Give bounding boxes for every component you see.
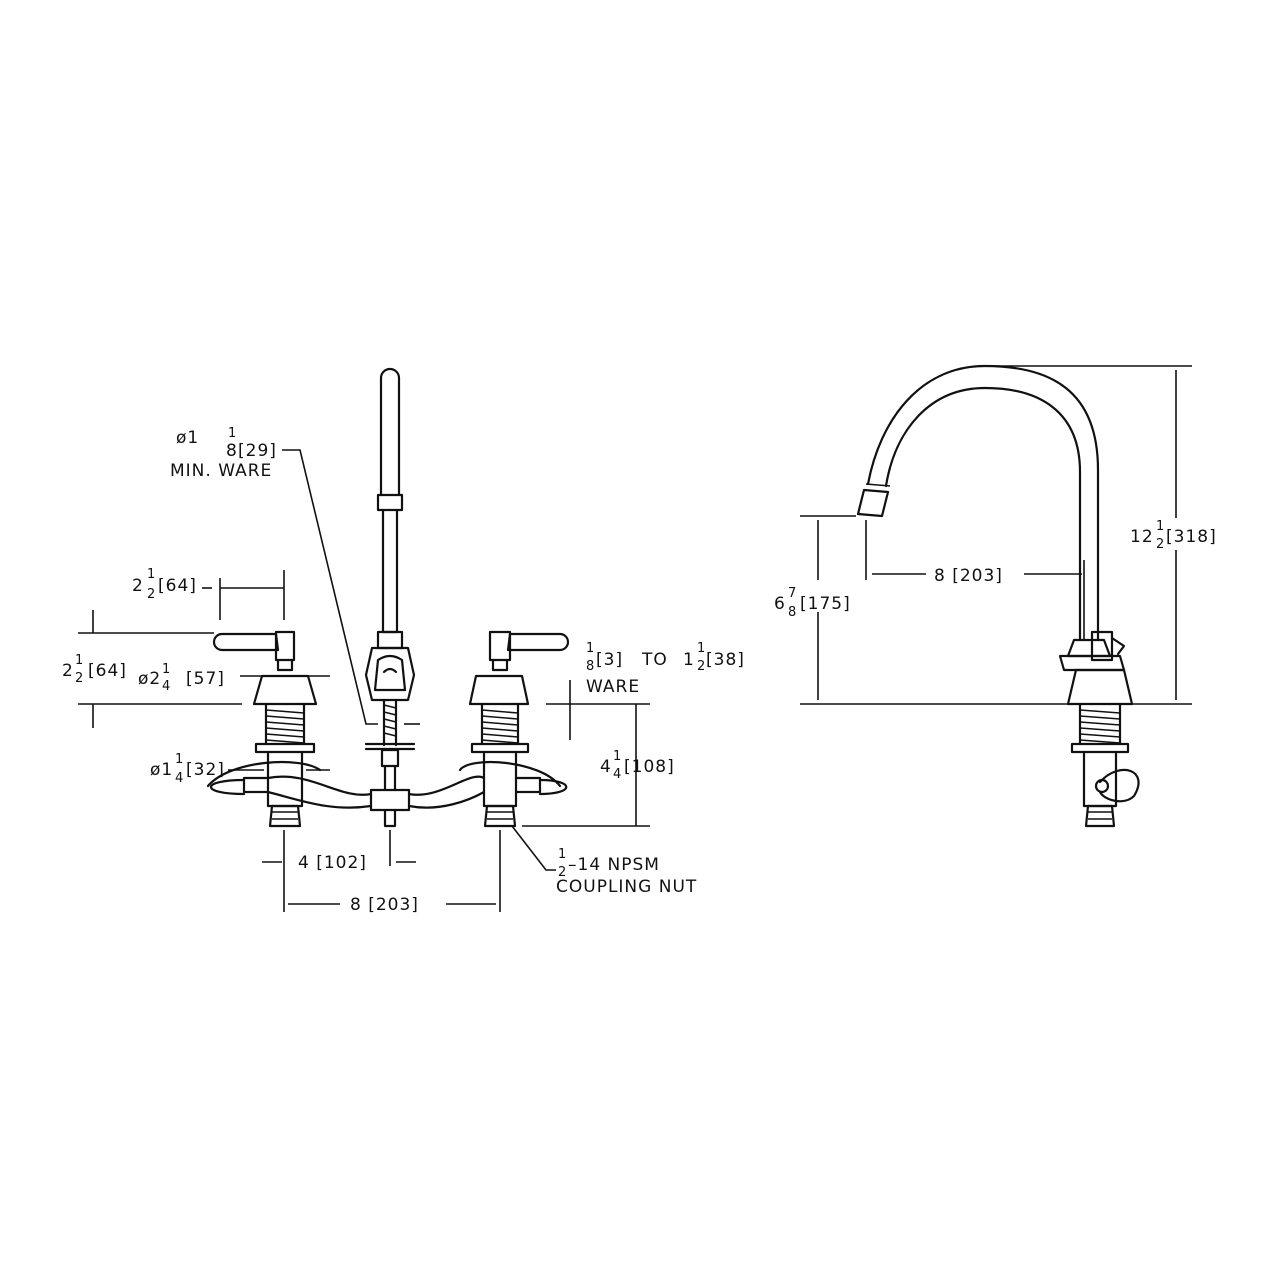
shank-dia-metric: [32] [186,760,225,780]
handle-width-den: 2 [147,587,155,602]
hole-dia-line2: MIN. WARE [170,461,272,481]
spout-side [856,364,1140,828]
right-valve [468,630,570,828]
ware-metric2: [38] [706,650,745,670]
handle-width-whole: 2 [132,576,144,596]
shank-length-metric: [108] [624,757,675,777]
front-view: ø1 1 8 [29] MIN. WARE 2 1 2 [64] 2 1 2 [… [62,367,745,915]
shank-length-den: 4 [613,767,621,782]
coupling-num: 1 [558,847,566,862]
handle-height-den: 2 [75,671,83,686]
escutcheon-metric: [57] [186,669,225,689]
front-dimension-labels: ø1 1 8 [29] MIN. WARE 2 1 2 [64] 2 1 2 [… [62,426,745,915]
escutcheon-num: 1 [162,662,170,677]
hole-dia-metric: [29] [238,441,277,461]
handle-width-num: 1 [147,567,155,582]
ware-num1: 1 [586,641,594,656]
ware-den1: 8 [586,659,594,674]
handle-height-metric: [64] [88,661,127,681]
spout-height-den: 8 [788,605,796,620]
spout-height-whole: 6 [774,594,786,614]
side-view: 6 7 8 [175] 8 [203] 12 1 2 [318] [774,364,1217,828]
handle-height-whole: 2 [62,661,74,681]
ware-whole2: 1 [683,650,695,670]
handle-height-num: 1 [75,653,83,668]
hole-dia-num: 1 [228,426,236,441]
shank-dia-den: 4 [175,771,183,786]
shank-length-whole: 4 [600,757,612,777]
coupling-line2: COUPLING NUT [556,877,697,897]
hole-dia-prefix: ø1 [176,428,199,448]
escutcheon-den: 4 [162,679,170,694]
shank-dia-prefix: ø1 [150,760,173,780]
supply-tubes [206,760,568,809]
spout-front [364,367,416,828]
hole-dia-den: 8 [226,441,238,461]
ware-metric1: [3] [596,650,623,670]
escutcheon-prefix: ø2 [138,669,161,689]
ware-to: TO [641,650,668,670]
handle-width-metric: [64] [158,576,197,596]
left-valve [212,630,318,828]
shank-dia-num: 1 [175,752,183,767]
overall-height-whole: 12 [1130,527,1154,547]
shank-length-num: 1 [613,749,621,764]
center-to-spout: 4 [102] [298,853,367,873]
ware-line2: WARE [586,677,640,697]
ware-num2: 1 [697,641,705,656]
spout-height-metric: [175] [800,594,851,614]
overall-height-den: 2 [1156,537,1164,552]
coupling-den: 2 [558,865,566,880]
coupling-rest: –14 NPSM [568,855,660,875]
front-dimensions [78,449,650,912]
side-dimension-labels: 6 7 8 [175] 8 [203] 12 1 2 [318] [774,519,1217,620]
spout-height-num: 7 [788,586,796,601]
center-to-center: 8 [203] [350,895,419,915]
ware-den2: 2 [697,659,705,674]
overall-height-num: 1 [1156,519,1164,534]
side-dimensions [800,365,1192,705]
spout-reach: 8 [203] [934,566,1003,586]
overall-height-metric: [318] [1166,527,1217,547]
